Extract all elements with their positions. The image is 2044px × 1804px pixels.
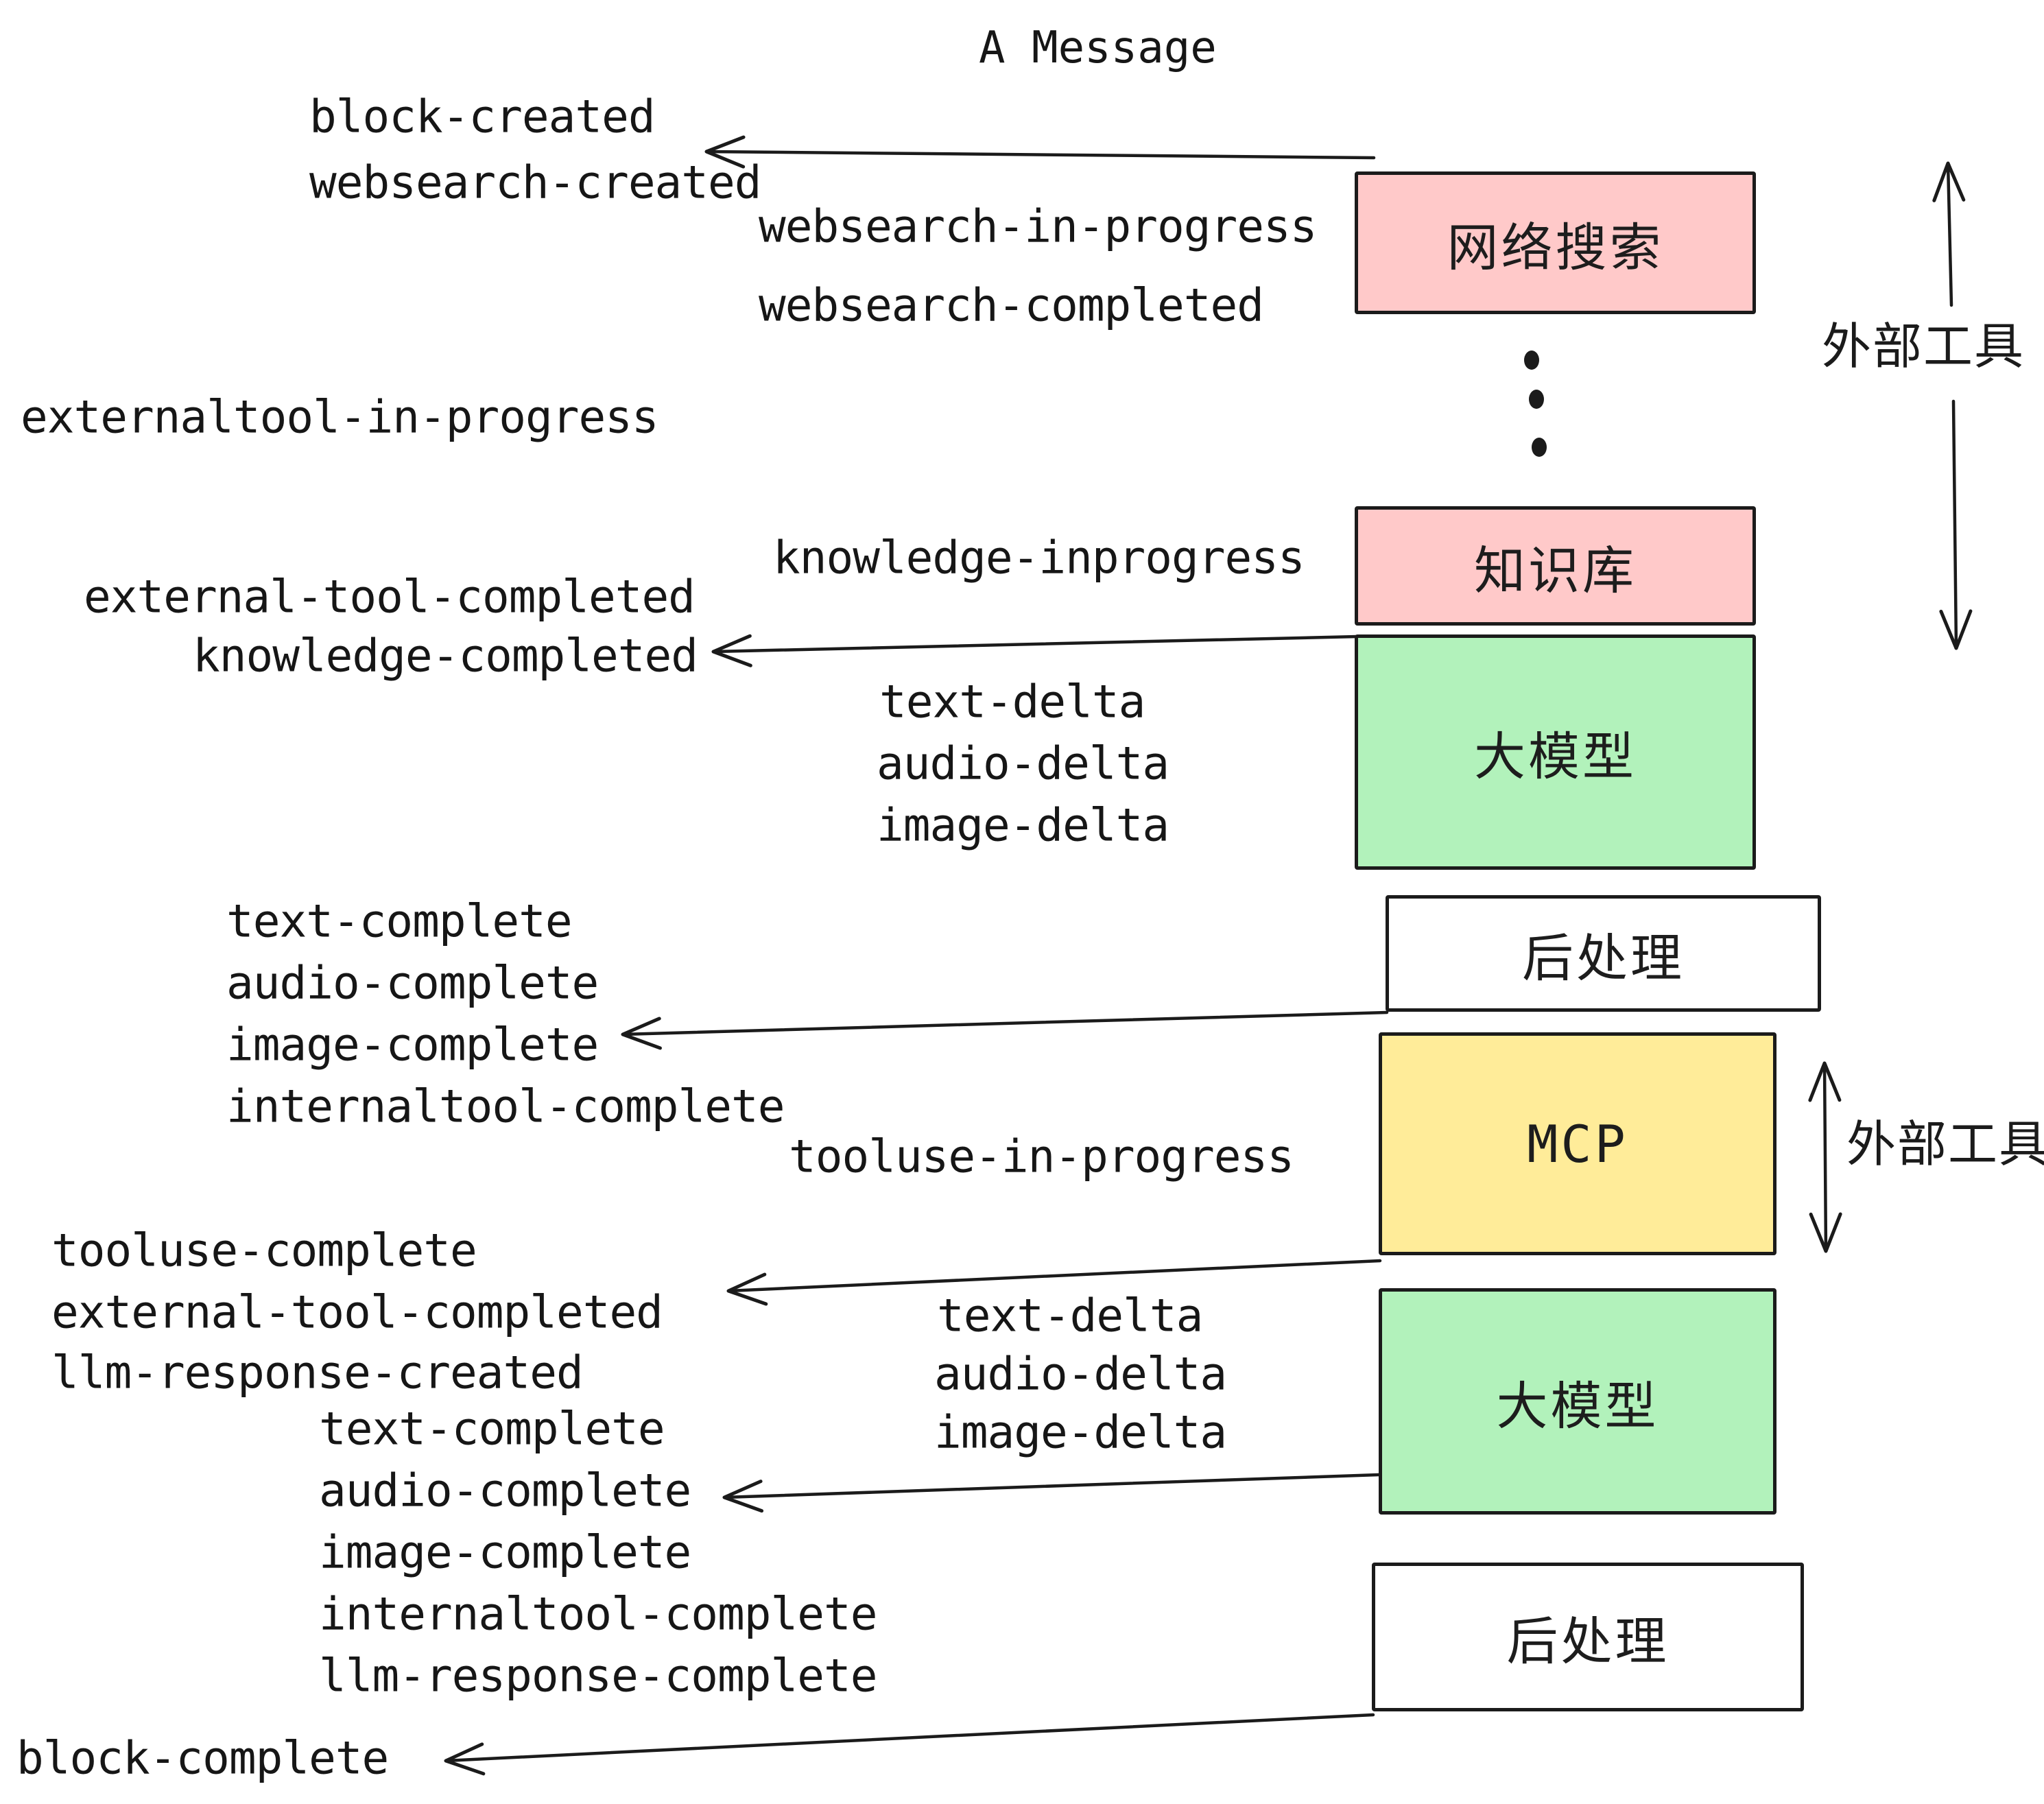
box-mcp-label: MCP: [1527, 1113, 1628, 1174]
event-label-external-tool-completed: external-tool-completed: [51, 1285, 663, 1339]
box-llm-2: 大模型: [1379, 1288, 1776, 1515]
arrowhead: [1808, 1061, 1842, 1102]
external-tools-label-1: 外部工具: [1822, 318, 2025, 375]
arrow-to-image-complete-line: [621, 1010, 1389, 1036]
external-tools-label-2: 外部工具: [1846, 1115, 2044, 1173]
event-label-llm-response-complete: llm-response-complete: [319, 1649, 877, 1702]
page-title: A Message: [979, 23, 1217, 73]
event-label-internaltool-complete: internaltool-complete: [226, 1080, 785, 1133]
external-tools-arrow-up-1: [1932, 161, 1966, 307]
ellipsis-dot-2: [1529, 390, 1544, 409]
event-label-llm-response-created: llm-response-created: [51, 1346, 584, 1399]
event-label-externaltool-in-progress: externaltool-in-progress: [21, 390, 659, 444]
arrowhead: [711, 634, 752, 667]
box-mcp: MCP: [1379, 1032, 1776, 1255]
event-label-image-delta: image-delta: [934, 1405, 1227, 1459]
external-tools-arrow-2-line: [1822, 1061, 1828, 1253]
arrowhead: [1809, 1212, 1842, 1253]
arrow-to-block-created-line: [704, 150, 1376, 160]
arrow-to-audio-complete: [722, 1473, 1381, 1513]
arrowhead: [726, 1272, 768, 1306]
arrow-to-knowledge-completed-line: [711, 634, 1359, 654]
arrowhead: [444, 1742, 486, 1776]
arrow-to-block-complete-line: [444, 1713, 1375, 1763]
arrow-to-tooluse-complete-line: [726, 1259, 1382, 1293]
box-postprocess-1-label: 后处理: [1521, 927, 1685, 988]
external-tools-arrow-down-1: [1939, 399, 1973, 650]
arrow-to-knowledge-completed: [711, 634, 1359, 667]
event-label-audio-complete: audio-complete: [226, 956, 599, 1010]
box-websearch: 网络搜索: [1355, 171, 1756, 314]
event-label-image-complete: image-complete: [226, 1018, 599, 1071]
event-label-audio-delta: audio-delta: [877, 737, 1169, 790]
event-label-text-complete: text-complete: [226, 894, 573, 948]
arrow-to-block-created: [704, 135, 1376, 169]
event-label-tooluse-complete: tooluse-complete: [51, 1224, 477, 1277]
box-knowledge-label: 知识库: [1473, 540, 1637, 601]
external-tools-arrow-2: [1808, 1061, 1842, 1253]
external-tools-arrow-up-1-line: [1946, 161, 1953, 307]
event-label-audio-delta: audio-delta: [934, 1347, 1227, 1401]
external-tools-arrow-down-1-line: [1951, 399, 1958, 650]
arrowhead: [621, 1017, 662, 1050]
event-label-text-delta: text-delta: [879, 675, 1145, 728]
event-label-text-complete: text-complete: [319, 1402, 665, 1456]
box-llm-1: 大模型: [1355, 634, 1756, 870]
event-label-internaltool-complete: internaltool-complete: [319, 1587, 877, 1641]
arrowhead: [1939, 609, 1973, 650]
event-label-block-complete: block-complete: [16, 1731, 389, 1785]
event-label-text-delta: text-delta: [937, 1289, 1203, 1342]
box-websearch-label: 网络搜索: [1447, 217, 1664, 278]
box-knowledge: 知识库: [1355, 506, 1756, 626]
event-label-tooluse-in-progress: tooluse-in-progress: [789, 1130, 1294, 1183]
event-label-image-delta: image-delta: [877, 798, 1169, 852]
ellipsis-dot-1: [1524, 351, 1539, 370]
event-label-websearch-in-progress: websearch-in-progress: [759, 200, 1317, 253]
event-label-websearch-created: websearch-created: [309, 156, 762, 209]
box-postprocess-2: 后处理: [1372, 1563, 1804, 1711]
ellipsis-dot-3: [1532, 438, 1547, 457]
event-label-external-tool-completed: external-tool-completed: [84, 570, 696, 624]
box-postprocess-1: 后处理: [1386, 895, 1821, 1012]
arrow-to-block-complete: [444, 1713, 1375, 1776]
arrowhead: [1932, 161, 1966, 202]
event-label-knowledge-inprogress: knowledge-inprogress: [773, 531, 1305, 584]
event-label-websearch-completed: websearch-completed: [759, 278, 1264, 332]
box-postprocess-2-label: 后处理: [1506, 1611, 1669, 1672]
event-label-image-complete: image-complete: [319, 1526, 691, 1579]
event-label-knowledge-completed: knowledge-completed: [193, 629, 698, 683]
arrow-to-audio-complete-line: [722, 1473, 1381, 1499]
event-label-block-created: block-created: [309, 90, 656, 143]
arrowhead: [722, 1480, 764, 1513]
box-llm-2-label: 大模型: [1496, 1375, 1659, 1436]
event-label-audio-complete: audio-complete: [319, 1464, 691, 1517]
arrow-to-image-complete: [621, 1010, 1389, 1050]
box-llm-1-label: 大模型: [1473, 726, 1637, 787]
